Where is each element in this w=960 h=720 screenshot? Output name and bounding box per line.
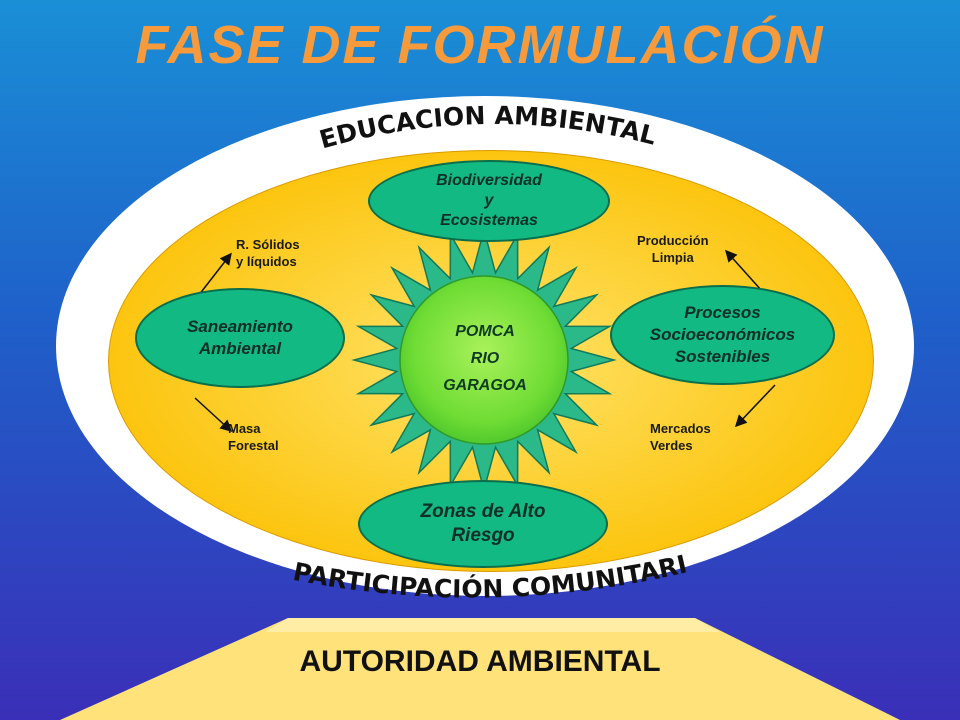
- label-residuos-line-2: y líquidos: [236, 254, 297, 269]
- node-procesos: Procesos Socioeconómicos Sostenibles: [610, 285, 835, 385]
- center-line-2: RIO: [470, 350, 500, 367]
- sun-core: [399, 275, 569, 445]
- node-right-line-2: Socioeconómicos: [649, 325, 796, 344]
- label-produccion-line-2: Limpia: [651, 250, 694, 265]
- node-right-line-1: Procesos: [684, 303, 761, 322]
- node-top-line-3: Ecosistemas: [440, 212, 538, 229]
- label-produccion-limpia: Producción Limpia: [637, 232, 709, 266]
- node-zonas-riesgo: Zonas de Alto Riesgo: [358, 480, 608, 568]
- label-mercados-verdes: Mercados Verdes: [650, 420, 711, 454]
- label-mercados-line-1: Mercados: [650, 421, 711, 436]
- arc-text-top: EDUCACION AMBIENTAL: [316, 101, 659, 155]
- node-saneamiento: Saneamiento Ambiental: [135, 288, 345, 388]
- center-line-1: POMCA: [455, 323, 515, 340]
- sun-emblem: [351, 227, 617, 493]
- base-label: AUTORIDAD AMBIENTAL: [299, 645, 661, 678]
- label-mercados-line-2: Verdes: [650, 438, 693, 453]
- base-platform: [60, 618, 900, 720]
- label-produccion-line-1: Producción: [637, 233, 709, 248]
- node-bottom-line-2: Riesgo: [451, 525, 515, 546]
- base-platform-shade: [265, 618, 720, 632]
- node-left-line-1: Saneamiento: [187, 317, 293, 336]
- node-top-line-2: y: [484, 192, 494, 209]
- center-line-3: GARAGOA: [443, 377, 527, 394]
- arrow-right-bottom: [734, 384, 776, 428]
- label-residuos: R. Sólidos y líquidos: [236, 236, 300, 270]
- node-right-line-3: Sostenibles: [674, 347, 771, 366]
- node-bottom-line-1: Zonas de Alto: [420, 501, 546, 522]
- label-masa-line-1: Masa: [228, 421, 261, 436]
- arrow-left-bottom: [194, 397, 233, 433]
- node-left-line-2: Ambiental: [198, 339, 282, 358]
- node-biodiversidad: Biodiversidad y Ecosistemas: [368, 160, 610, 242]
- label-masa-line-2: Forestal: [228, 438, 279, 453]
- node-top-line-1: Biodiversidad: [436, 172, 542, 189]
- label-residuos-line-1: R. Sólidos: [236, 237, 300, 252]
- page-title: FASE DE FORMULACIÓN: [135, 15, 825, 75]
- label-masa-forestal: Masa Forestal: [228, 420, 279, 454]
- center-label: POMCA RIO GARAGOA: [420, 318, 550, 399]
